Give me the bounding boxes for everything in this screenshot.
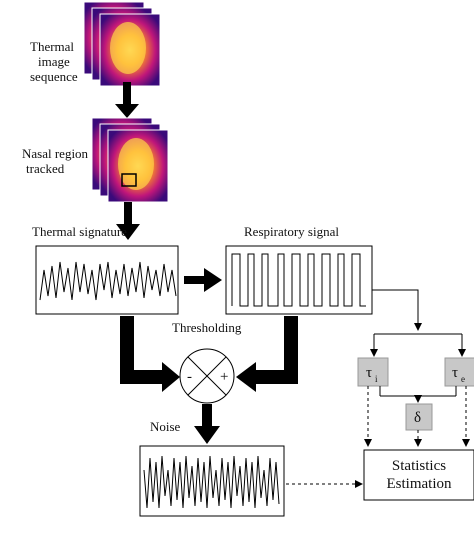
respiratory-signal-plot	[225, 245, 373, 315]
label-nasal-region: Nasal region	[22, 146, 89, 161]
label-sequence: sequence	[30, 69, 78, 84]
nasal-region-tracked-images	[91, 117, 169, 203]
nasal-region-box	[121, 173, 137, 187]
minus-sign: -	[187, 369, 192, 385]
label-tracked: tracked	[26, 161, 65, 176]
tau-i-symbol: τ	[366, 365, 372, 381]
label-statistics: Statistics	[392, 458, 446, 474]
arrow-thresholding-to-noise	[194, 404, 220, 444]
delta-symbol: δ	[414, 410, 421, 426]
label-noise: Noise	[150, 419, 181, 434]
arrow-signature-to-thresholding	[120, 316, 180, 392]
tau-e-symbol: τ	[452, 365, 458, 381]
thermal-signature-plot	[35, 245, 179, 315]
delta-box	[405, 403, 433, 431]
face-shape	[110, 22, 146, 74]
noise-plot	[139, 445, 285, 517]
plus-sign: +	[220, 369, 228, 385]
label-thermal: Thermal	[30, 39, 74, 54]
tau-e-subscript: e	[461, 374, 465, 384]
arrow-respiratory-to-thresholding	[236, 316, 298, 392]
arrow-signature-to-respiratory	[184, 268, 222, 292]
label-image: image	[38, 54, 70, 69]
thresholding-node	[179, 348, 235, 404]
connector-taus-to-delta	[379, 386, 457, 403]
statistics-estimation-box	[363, 449, 474, 501]
arrow-sequence-to-tracked	[115, 82, 139, 118]
dashed-arrows-to-statistics	[364, 386, 470, 447]
label-respiratory-signal: Respiratory signal	[244, 224, 339, 239]
label-thresholding: Thresholding	[172, 320, 242, 335]
connector-respiratory-to-params	[370, 289, 466, 357]
tau-i-subscript: i	[375, 374, 378, 384]
label-thermal-signature: Thermal signature	[32, 224, 127, 239]
arrow-tracked-to-signature	[116, 202, 140, 240]
label-estimation: Estimation	[387, 476, 452, 492]
thermal-image-sequence	[83, 1, 161, 87]
tau-i-box	[357, 357, 389, 387]
tau-e-box	[444, 357, 474, 387]
